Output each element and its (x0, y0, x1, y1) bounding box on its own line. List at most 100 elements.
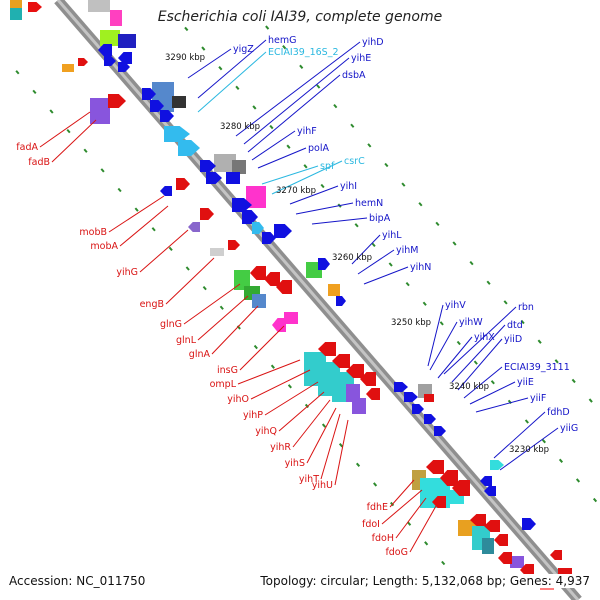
gene-label-yiid: yiiD (504, 334, 522, 345)
gene-arrow (232, 198, 252, 212)
gene-box (226, 172, 240, 184)
tick-mark (424, 541, 429, 546)
tick-mark (388, 262, 393, 267)
gene-label-rbn: rbn (518, 302, 534, 313)
gene-label-yihs: yihS (285, 458, 305, 469)
tick-mark (253, 344, 258, 350)
tick-mark (503, 300, 508, 305)
tick-mark (269, 124, 274, 130)
leader-line (165, 257, 215, 305)
gene-arrow (228, 240, 240, 250)
leader-line (351, 234, 381, 265)
gene-label-yihd: yihD (362, 37, 384, 48)
gene-label-engb: engB (140, 299, 164, 310)
gene-arrow (470, 514, 486, 526)
leader-line (250, 369, 311, 400)
genome-backbone (54, 0, 582, 600)
gene-label-fdhe: fdhE (367, 502, 388, 513)
tick-mark (316, 84, 321, 89)
leader-line (235, 41, 361, 137)
tick-mark (371, 242, 376, 248)
gene-box (352, 398, 366, 414)
tick-mark (321, 423, 327, 428)
leader-line (108, 195, 165, 233)
tick-mark (401, 182, 406, 187)
leader-line (463, 366, 503, 399)
label-leader-lines (39, 39, 559, 553)
leader-line (475, 397, 529, 413)
gene-arrow (490, 460, 504, 470)
leader-line (51, 119, 97, 163)
gene-arrow (250, 266, 266, 280)
tick-mark (333, 103, 338, 109)
tick-mark (588, 398, 593, 403)
gene-arrow (394, 382, 408, 392)
gene-arrow (336, 296, 346, 306)
scale-label: 3290 kbp (165, 53, 205, 63)
tick-mark (418, 202, 423, 207)
gene-label-moba: mobA (90, 241, 118, 252)
tick-mark (168, 246, 173, 252)
gene-box (62, 64, 74, 72)
tick-mark (571, 378, 576, 384)
gene-arrow (274, 224, 292, 238)
gene-box (458, 520, 476, 536)
leader-line (451, 324, 506, 383)
gene-label-yihp: yihP (243, 410, 263, 421)
gene-arrow (494, 534, 508, 546)
scale-label: 3270 kbp (276, 186, 316, 196)
tick-mark (201, 46, 206, 51)
tick-mark (304, 403, 310, 409)
gene-arrow (104, 56, 116, 66)
gene-arrow (424, 414, 436, 424)
tick-mark (265, 25, 270, 30)
gene-box (284, 312, 298, 324)
gene-arrow (318, 342, 336, 356)
tick-mark (575, 478, 581, 483)
gene-arrow (550, 550, 562, 560)
leader-line (119, 205, 169, 247)
gene-arrow (178, 140, 200, 156)
gene-arrow (404, 392, 418, 402)
gene-box (232, 160, 246, 174)
gene-arrow (452, 480, 470, 496)
gene-arrow (28, 2, 42, 12)
tick-mark (452, 241, 457, 246)
tick-mark (117, 187, 122, 193)
leader-line (39, 111, 91, 148)
leader-line (271, 160, 343, 195)
tick-mark (49, 109, 54, 114)
tick-mark (235, 85, 240, 90)
gene-arrow (176, 178, 190, 190)
gene-label-yiig: yiiG (560, 423, 578, 434)
gene-box (10, 8, 22, 20)
gene-label-yihn: yihN (410, 262, 431, 273)
gene-label-dtd: dtd (507, 320, 523, 331)
gene-label-dsba: dsbA (342, 70, 366, 81)
leader-line (429, 321, 458, 371)
leader-line (197, 51, 267, 113)
gene-arrow (360, 372, 376, 386)
gene-arrow (434, 426, 446, 436)
gene-arrow (440, 470, 458, 486)
gene-arrow (118, 52, 132, 64)
gene-box (214, 154, 236, 172)
leader-line (183, 283, 241, 325)
gene-arrow (522, 518, 536, 530)
leader-line (334, 419, 349, 486)
gene-arrow (118, 62, 130, 72)
tick-mark (66, 128, 71, 134)
gene-arrow (252, 222, 264, 234)
gene-arrow (262, 232, 276, 244)
tick-mark (151, 227, 156, 232)
gene-arrow (264, 272, 280, 286)
leader-line (292, 399, 331, 448)
gene-arrow (276, 280, 292, 294)
gene-box (100, 30, 120, 46)
gene-label-mobb: mobB (79, 227, 107, 238)
gene-box (482, 538, 494, 554)
gene-arrow (432, 496, 446, 508)
leader-line (395, 497, 427, 539)
